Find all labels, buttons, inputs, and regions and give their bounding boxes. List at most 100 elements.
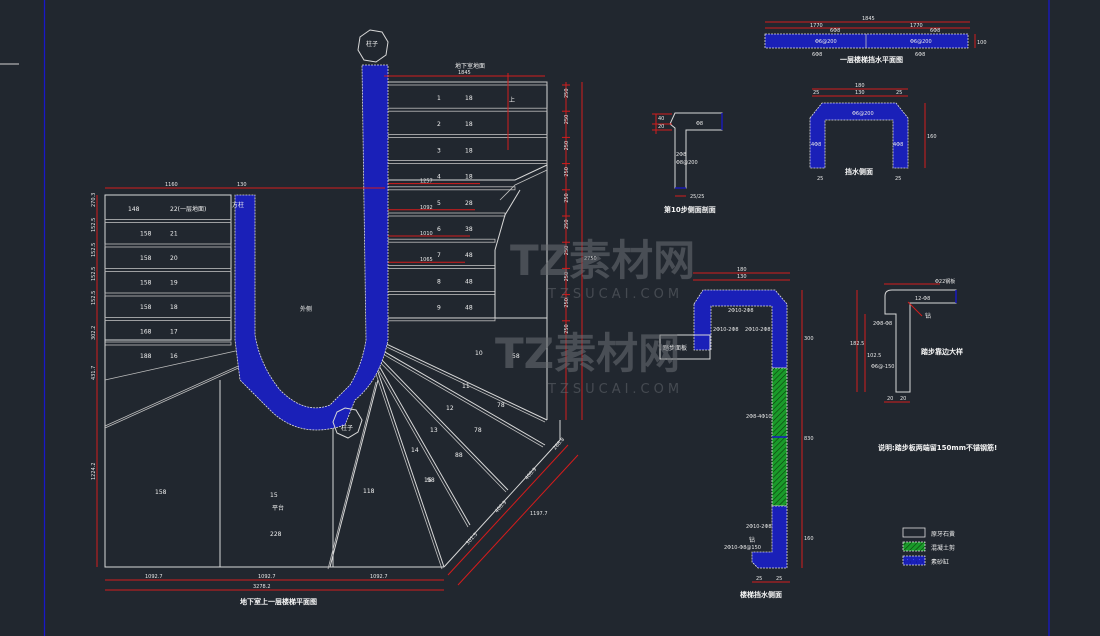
dim-text: 25 — [895, 176, 901, 182]
rebar-label: 2Φ10-Φ8@150 — [724, 545, 761, 551]
dim-text: 250 — [564, 219, 570, 229]
dim-text: 25 — [817, 176, 823, 182]
dim-text: 250 — [564, 272, 570, 282]
step-height: 38 — [465, 226, 473, 233]
rebar-label: Φ6@-150 — [871, 364, 894, 370]
detail-plan-strip: 1845 1770 1770 6Φ8 6Φ8 Φ6@200 Φ6@200 6Φ8… — [764, 16, 987, 64]
step-height: 48 — [465, 252, 473, 259]
step-number: 3 — [437, 147, 441, 154]
tread-panel-label: 踏步面板 — [663, 344, 687, 352]
dim-text: 25 — [756, 576, 762, 582]
landing-mark: 158 — [155, 489, 167, 496]
landing-mark: 118 — [363, 488, 375, 495]
step-number: 19 — [170, 280, 178, 287]
dim-text: 20 — [658, 124, 664, 130]
rebar-label: 6Φ8 — [930, 28, 940, 34]
step-number: 18 — [170, 304, 178, 311]
step-number: 17 — [170, 329, 178, 336]
up-arrow-label: 上 — [509, 96, 515, 104]
fan-step-edge — [377, 371, 445, 568]
dim-text: 100 — [977, 40, 987, 46]
dim-text: 1092 — [420, 205, 433, 211]
point-label: 钻 — [925, 312, 931, 320]
step-nosing — [383, 238, 496, 243]
step-height: 158 — [140, 231, 152, 238]
watermark-brand: TZ素材网 — [495, 329, 680, 378]
legend-swatch — [902, 527, 926, 538]
left-flight-outline — [104, 194, 232, 341]
water-stop-title: 挡水侧面 — [845, 167, 873, 176]
dim-text: 250 — [564, 141, 570, 151]
dim-text: 102.5 — [867, 353, 881, 359]
curved-wall-section — [234, 64, 389, 431]
dim-text: 182.5 — [850, 341, 864, 347]
column-bottom — [332, 407, 363, 439]
rebar-label: 4Φ8 — [811, 142, 821, 148]
legend-swatch — [902, 541, 926, 552]
outer-side-label: 外侧 — [300, 305, 312, 313]
dim-text: 1160 — [165, 182, 178, 188]
dim-text: 152.5 — [91, 267, 97, 281]
rail-bottom-wall — [751, 505, 788, 569]
fan-step-edge — [375, 349, 544, 448]
step-number: 21 — [170, 231, 178, 238]
dim-text: 1092.7 — [145, 574, 163, 580]
step-nosing — [383, 264, 496, 269]
step-height: 158 — [140, 280, 152, 287]
step-number: 22(一层地面) — [170, 205, 206, 213]
rebar-label: Φ6@200 — [910, 39, 932, 45]
dim-text: 1845 — [862, 16, 875, 22]
rebar-label: 2Φ10-2Φ8 — [745, 327, 771, 333]
step-height: 188 — [140, 353, 152, 360]
step-number: 14 — [411, 447, 419, 454]
step-nosing — [104, 243, 232, 248]
step-height: 168 — [140, 329, 152, 336]
plan-strip-title: 一层楼梯挡水平面图 — [840, 55, 903, 64]
drawing-note: 说明:踏步板两端留150mm不锚钢筋! — [878, 443, 997, 452]
dim-text: 1845 — [458, 70, 471, 76]
rebar-label: 2Φ8-Φ8 — [873, 321, 892, 327]
rebar-label: 2Φ10-2Φ8 — [746, 524, 772, 530]
fan-step-edge — [377, 363, 471, 526]
dim-text: 25 — [896, 90, 902, 96]
step-number: 16 — [170, 353, 178, 360]
tread-outline — [884, 289, 957, 393]
step-height: 18 — [465, 95, 473, 102]
step-nosing — [383, 160, 548, 165]
step-nosing — [104, 317, 232, 321]
legend-label: 混凝土剪 — [931, 544, 955, 552]
rail-top-wall — [693, 289, 788, 369]
step-nosing — [104, 219, 232, 223]
step-nosing — [383, 291, 496, 296]
fan-step-lines — [327, 339, 548, 570]
square-column-label: 方柱 — [232, 201, 244, 209]
rebar-label: 6Φ8 — [915, 52, 925, 58]
step-height: 18 — [465, 121, 473, 128]
step-height: 18 — [465, 174, 473, 181]
step-nosing — [383, 107, 548, 112]
step-height: 78 — [474, 427, 482, 434]
column-top — [357, 29, 389, 63]
fan-step-edge — [375, 373, 443, 570]
dim-text: 40 — [658, 116, 664, 122]
dim-text: 1197.7 — [530, 511, 548, 517]
dim-text: 1224.2 — [91, 463, 97, 481]
fan-step-edge — [377, 355, 509, 491]
step-height: 48 — [465, 305, 473, 312]
dim-text: 25/25 — [690, 194, 704, 200]
rebar-label: 6Φ8 — [830, 28, 840, 34]
landing-mark: 15 — [270, 492, 278, 499]
step-nosing — [383, 186, 516, 191]
step-number: 20 — [170, 255, 178, 262]
step-number: 4 — [437, 174, 441, 181]
fan-step-edge — [377, 339, 548, 421]
step-number: 9 — [437, 305, 441, 312]
step-nosing — [383, 212, 506, 217]
fan-step-edge — [377, 347, 546, 446]
rebar-label: Φ6@200 — [815, 39, 837, 45]
step-number: 7 — [437, 252, 441, 259]
dim-text: 270.3 — [91, 193, 97, 207]
